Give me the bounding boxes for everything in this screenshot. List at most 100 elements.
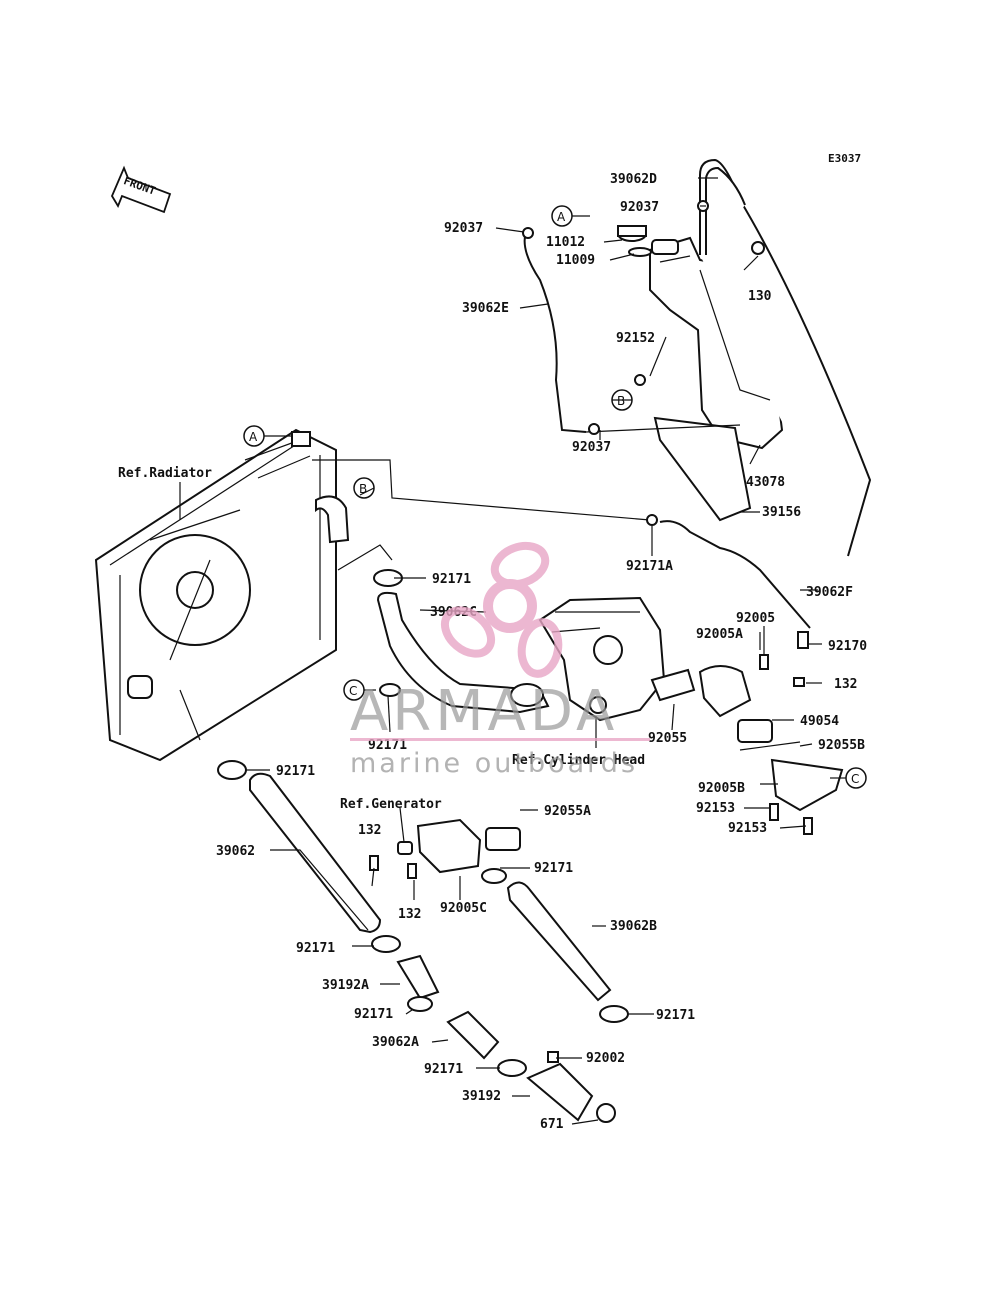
label-11012: 11012 bbox=[546, 235, 585, 250]
label-132-b: 132 bbox=[358, 823, 381, 838]
label-92171-f: 92171 bbox=[354, 1007, 393, 1022]
label-39062F: 39062F bbox=[806, 585, 853, 600]
hose-39062A bbox=[446, 1010, 500, 1060]
clamp-92037-bottom bbox=[588, 423, 600, 435]
bolt-132-a bbox=[793, 677, 805, 687]
label-92037-left: 92037 bbox=[444, 221, 483, 236]
label-92171-d: 92171 bbox=[534, 861, 573, 876]
watermark-logo-icon bbox=[440, 541, 563, 678]
radiator bbox=[94, 428, 337, 762]
svg-text:B: B bbox=[359, 482, 367, 496]
thermostat-49054 bbox=[737, 719, 773, 743]
label-92171-f-right: 92171 bbox=[656, 1008, 695, 1023]
label-130: 130 bbox=[748, 289, 772, 304]
label-92171-e: 92171 bbox=[296, 941, 335, 956]
clamp-92171A bbox=[646, 514, 658, 526]
fitting-92005 bbox=[759, 654, 769, 670]
label-92171-c: 92171 bbox=[368, 738, 407, 753]
pump-fitting bbox=[397, 841, 413, 855]
label-92170: 92170 bbox=[828, 639, 867, 654]
ref-cylinder-head-label: Ref.Cylinder Head bbox=[512, 753, 645, 768]
label-92005: 92005 bbox=[736, 611, 775, 626]
label-92153-b: 92153 bbox=[728, 821, 767, 836]
label-92153-a: 92153 bbox=[696, 801, 735, 816]
callout-b-left: B bbox=[353, 477, 375, 499]
ref-generator-label: Ref.Generator bbox=[340, 797, 442, 812]
clamp-92171-radiator-out bbox=[217, 760, 247, 780]
gasket-92055 bbox=[650, 668, 696, 702]
label-92152: 92152 bbox=[616, 331, 655, 346]
callout-c-left: C bbox=[343, 679, 365, 701]
svg-text:C: C bbox=[851, 772, 859, 786]
reservoir-cap bbox=[617, 225, 647, 242]
leader-lines bbox=[246, 177, 822, 1125]
label-92171A: 92171A bbox=[626, 559, 673, 574]
label-92171-a: 92171 bbox=[432, 572, 471, 587]
diagram-code: E3037 bbox=[828, 152, 861, 165]
label-92037-bottom: 92037 bbox=[572, 440, 611, 455]
label-92005C: 92005C bbox=[440, 901, 487, 916]
clamp-92171-mid bbox=[371, 935, 401, 953]
label-92055A: 92055A bbox=[544, 804, 591, 819]
label-11009: 11009 bbox=[556, 253, 595, 268]
hose-39062E bbox=[523, 231, 587, 433]
label-39156: 39156 bbox=[762, 505, 801, 520]
label-39062D: 39062D bbox=[610, 172, 657, 187]
seal-92055B bbox=[739, 741, 801, 751]
bolt-132-c bbox=[407, 863, 417, 879]
svg-text:B: B bbox=[617, 394, 625, 408]
bolt-130 bbox=[751, 241, 765, 255]
label-39192: 39192 bbox=[462, 1089, 501, 1104]
pipe-39192 bbox=[526, 1062, 594, 1122]
oring-671 bbox=[596, 1103, 616, 1123]
radiator-inlet-pipe bbox=[315, 495, 350, 544]
callout-a-left: A bbox=[243, 425, 265, 447]
clamp-92037-left bbox=[522, 227, 534, 239]
label-39062E: 39062E bbox=[462, 301, 509, 316]
label-92171-b: 92171 bbox=[276, 764, 315, 779]
watermark-tagline: marine outboards bbox=[350, 748, 638, 779]
radiator-bracket bbox=[291, 431, 311, 447]
label-49054: 49054 bbox=[800, 714, 839, 729]
label-92005A: 92005A bbox=[696, 627, 743, 642]
label-39062: 39062 bbox=[216, 844, 255, 859]
hose-39062C bbox=[376, 591, 550, 714]
label-39192A: 39192A bbox=[322, 978, 369, 993]
pipe-39192A bbox=[396, 954, 440, 1000]
label-39062B: 39062B bbox=[610, 919, 657, 934]
front-arrow-icon: FRONT bbox=[110, 165, 172, 214]
svg-text:A: A bbox=[249, 430, 258, 444]
thermostat-housing bbox=[698, 665, 752, 718]
water-pump-housing bbox=[416, 818, 482, 874]
label-132-c: 132 bbox=[398, 907, 421, 922]
label-92055: 92055 bbox=[648, 731, 687, 746]
label-92171-g: 92171 bbox=[424, 1062, 463, 1077]
tank-cover-plate bbox=[653, 416, 752, 522]
thermostat-cover-92005B bbox=[770, 758, 844, 812]
callout-c-right: C bbox=[845, 767, 867, 789]
hose-39062B bbox=[506, 881, 612, 1002]
gasket-92055A bbox=[485, 827, 521, 851]
clamp-92171-bottom bbox=[497, 1059, 527, 1077]
clamp-92171-left bbox=[379, 683, 401, 697]
label-92037-top: 92037 bbox=[620, 200, 659, 215]
bolt-92153-a bbox=[769, 803, 779, 821]
watermark-brand: ARMADA bbox=[350, 679, 618, 744]
svg-text:C: C bbox=[349, 684, 357, 698]
hose-39062 bbox=[249, 772, 382, 934]
hose-39062F bbox=[659, 520, 811, 629]
label-39062A: 39062A bbox=[372, 1035, 419, 1050]
clamp-92170 bbox=[797, 631, 809, 649]
label-132-a: 132 bbox=[834, 677, 857, 692]
clamp-92171-pump-out bbox=[599, 1005, 629, 1023]
bolt-132-b bbox=[369, 855, 379, 871]
clamp-92171-lower bbox=[407, 996, 433, 1012]
svg-text:A: A bbox=[557, 210, 566, 224]
label-92002: 92002 bbox=[586, 1051, 625, 1066]
reservoir-tank bbox=[649, 236, 784, 450]
cap-seal bbox=[628, 247, 652, 257]
label-43078: 43078 bbox=[746, 475, 785, 490]
ref-radiator-label: Ref.Radiator bbox=[118, 466, 212, 481]
label-92005B: 92005B bbox=[698, 781, 745, 796]
